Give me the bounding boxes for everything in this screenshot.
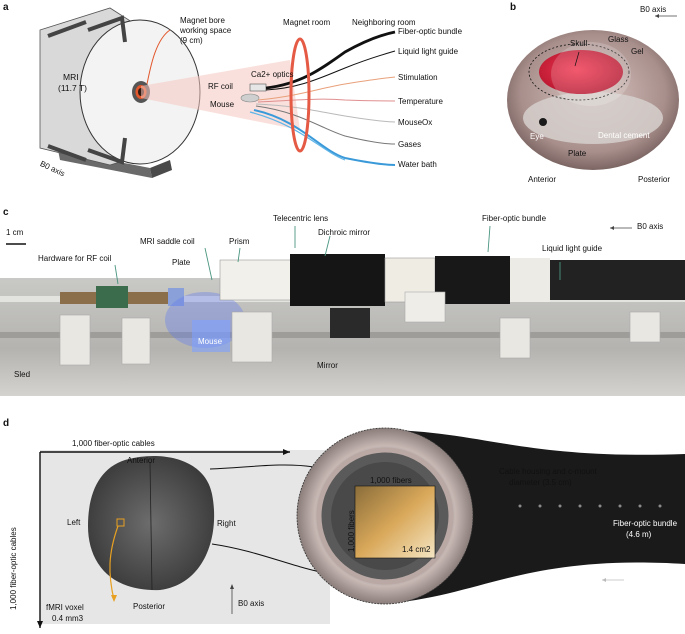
panel-a-letter: a (3, 2, 9, 13)
housing-label-line1: Cable housing and c-mount (499, 467, 597, 476)
dental-cement-label: Dental cement (598, 131, 650, 140)
panel-c-letter: c (3, 207, 9, 218)
magnet-room-label: Magnet room (283, 18, 331, 27)
sled-label: Sled (14, 370, 31, 379)
cable-label-temperature: Temperature (398, 97, 443, 106)
fiber-bundle-diagram (37, 427, 685, 628)
voxel-label-line1: fMRI voxel (46, 603, 84, 612)
fiber-optic-bundle-label-c: Fiber-optic bundle (482, 214, 547, 223)
cranial-window-photo (507, 14, 679, 170)
posterior-label-b: Posterior (638, 175, 671, 184)
rf-coil-label: RF coil (208, 82, 233, 91)
bundle-label-line1: Fiber-optic bundle (613, 519, 678, 528)
mri-scanner-illustration (39, 7, 300, 178)
cable-label-gases: Gases (398, 140, 422, 149)
neighboring-room-label: Neighboring room (352, 18, 416, 27)
mri-saddle-coil-label: MRI saddle coil (140, 237, 195, 246)
mouse-label-a: Mouse (210, 100, 235, 109)
right-label-d: Right (217, 519, 236, 528)
hardware-photo (0, 225, 685, 396)
b0-axis-label-b: B0 axis (640, 5, 667, 14)
b0-axis-label-c: B0 axis (637, 222, 664, 231)
cables-left-label: 1,000 fiber-optic cables (9, 527, 18, 610)
mouse-label-c: Mouse (198, 337, 223, 346)
telecentric-lens-label: Telecentric lens (273, 214, 329, 223)
mirror-label: Mirror (317, 361, 338, 370)
cable-label-stimulation: Stimulation (398, 73, 438, 82)
housing-label-line2: diameter (3.5 cm) (509, 478, 572, 487)
bore-label-line3: (9 cm) (180, 36, 203, 45)
cable-bundle (240, 30, 396, 166)
mri-name-label: MRI (63, 72, 79, 82)
bundle-label-line2: (4.6 m) (626, 530, 652, 539)
cable-label-fiber-optic-bundle: Fiber-optic bundle (398, 27, 463, 36)
gel-label: Gel (631, 47, 644, 56)
hardware-rf-label: Hardware for RF coil (38, 254, 112, 263)
prism-label: Prism (229, 237, 250, 246)
voxel-label-line2: 0.4 mm3 (52, 614, 84, 623)
plate-label-c: Plate (172, 258, 191, 267)
fibers-side-label: 1,000 fibers (347, 510, 356, 552)
plate-label-b: Plate (568, 149, 587, 158)
cable-label-mouseox: MouseOx (398, 118, 433, 127)
panel-b-letter: b (510, 2, 517, 13)
anterior-label-d: Anterior (127, 456, 156, 465)
bore-label-line1: Magnet bore (180, 16, 225, 25)
b0-axis-label-d: B0 axis (238, 599, 265, 608)
skull-label: Skull (570, 39, 588, 48)
bore-label-line2: working space (180, 26, 232, 35)
scale-bar-label: 1 cm (6, 228, 24, 237)
dichroic-mirror-label: Dichroic mirror (318, 228, 370, 237)
eye-label: Eye (530, 132, 544, 141)
ca-optics-label: Ca2+ optics (251, 70, 294, 79)
left-label-d: Left (67, 518, 81, 527)
b0-axis-label-d-right: B0 axis (628, 563, 655, 572)
panel-d-letter: d (3, 418, 10, 429)
cable-label-liquid-light-guide: Liquid light guide (398, 47, 459, 56)
posterior-label-d: Posterior (133, 602, 166, 611)
area-label: 1.4 cm2 (402, 545, 431, 554)
anterior-label-b: Anterior (528, 175, 557, 184)
cables-top-label: 1,000 fiber-optic cables (72, 439, 155, 448)
mri-field-label: (11.7 T) (58, 83, 87, 93)
mouse-figure (240, 93, 260, 103)
liquid-light-guide-label-c: Liquid light guide (542, 244, 603, 253)
fibers-top-label: 1,000 fibers (370, 476, 412, 485)
glass-label: Glass (608, 35, 629, 44)
cable-label-water-bath: Water bath (398, 160, 437, 169)
